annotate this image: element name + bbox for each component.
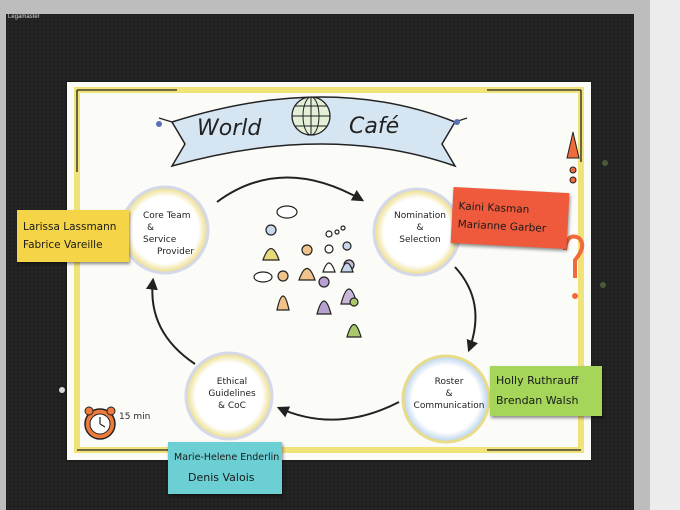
station-ethical-label: Ethical Guidelines & CoC xyxy=(203,376,261,412)
station-roster-label: Roster & Communication xyxy=(411,376,487,412)
label-line: Ethical xyxy=(216,377,248,387)
label-line: & xyxy=(445,389,453,399)
label-line: Guidelines xyxy=(208,389,256,399)
label-line: & CoC xyxy=(218,401,246,411)
arrow-1 xyxy=(216,176,365,203)
poster-drawing xyxy=(74,87,585,453)
sticky-note-blue: Marie-Helene Enderlin Denis Valois xyxy=(168,442,282,494)
sticky-note-red: Kaini Kasman Marianne Garber xyxy=(450,187,570,249)
label-line: & xyxy=(416,223,424,233)
label-line: Selection xyxy=(399,235,441,245)
note-line: Holly Ruthrauff xyxy=(496,374,579,387)
exclamation-question-doodle xyxy=(563,131,585,299)
label-line: Core Team xyxy=(143,211,191,221)
station-core-team-label: Core Team & Service Provider xyxy=(143,210,194,258)
wall xyxy=(650,0,680,510)
label-line: Service xyxy=(143,235,177,245)
brand-label: Legamaster xyxy=(8,14,40,20)
title-world: World xyxy=(197,116,262,141)
clock-icon xyxy=(84,406,116,440)
arrow-4 xyxy=(145,277,196,365)
label-line: Provider xyxy=(157,247,195,257)
title-cafe: Café xyxy=(349,114,400,139)
note-line: Brendan Walsh xyxy=(496,394,579,407)
label-line: & xyxy=(147,223,155,233)
station-ethical xyxy=(184,351,274,441)
sticky-note-yellow: Larissa Lassmann Fabrice Vareille xyxy=(17,210,129,262)
globe-icon xyxy=(291,96,331,136)
note-line: Fabrice Vareille xyxy=(23,239,103,251)
sticky-note-green: Holly Ruthrauff Brendan Walsh xyxy=(490,366,602,416)
station-nomination-label: Nomination & Selection xyxy=(389,210,451,246)
people-figures xyxy=(253,205,362,338)
pin xyxy=(602,160,608,166)
arrow-3 xyxy=(276,401,400,421)
pin xyxy=(59,387,65,393)
note-line: Denis Valois xyxy=(188,471,255,484)
label-line: Communication xyxy=(413,401,485,411)
pin xyxy=(600,282,606,288)
timer-label: 15 min xyxy=(119,412,151,422)
poster-border xyxy=(74,87,584,453)
label-line: Roster xyxy=(434,377,464,387)
note-line: Larissa Lassmann xyxy=(23,221,117,233)
station-roster xyxy=(401,354,491,444)
label-line: Nomination xyxy=(394,211,446,221)
note-line: Marie-Helene Enderlin xyxy=(174,452,280,463)
arrow-2 xyxy=(454,266,478,353)
